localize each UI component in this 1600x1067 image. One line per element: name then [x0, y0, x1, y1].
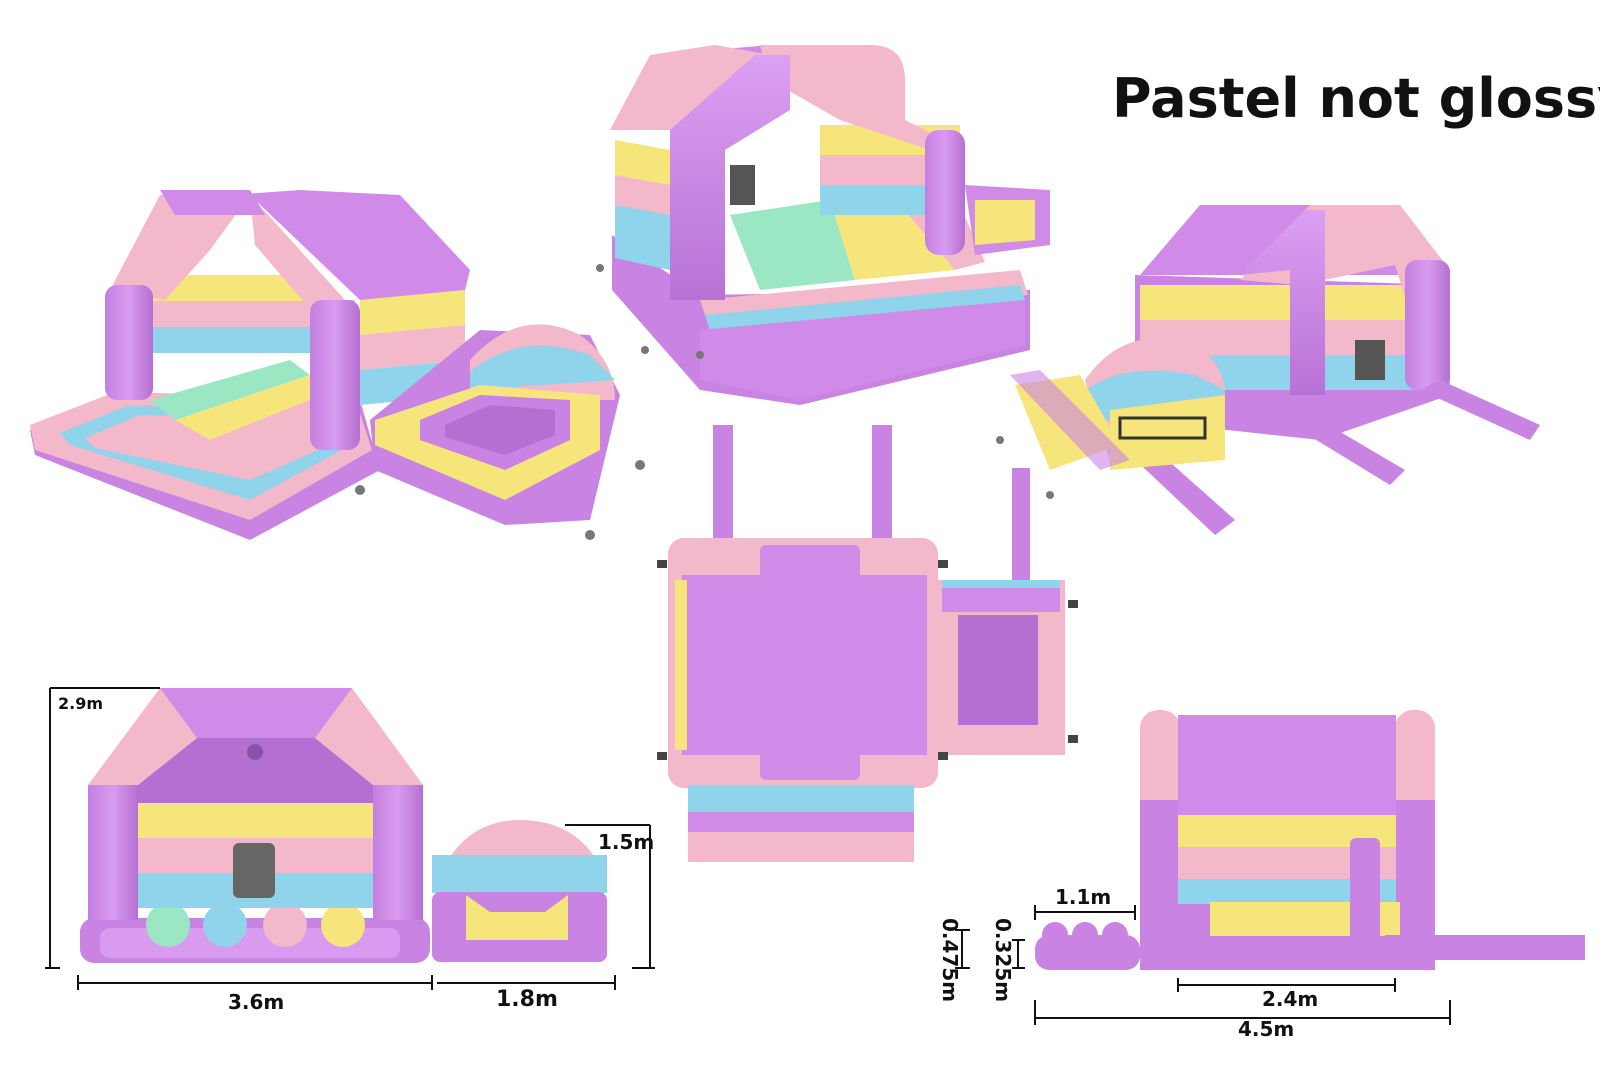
front-elevation-view — [45, 687, 655, 990]
perspective-left-view — [30, 190, 645, 540]
side-step-height-b-label: 0.325m — [991, 918, 1015, 1003]
side-total-length-label: 4.5m — [1238, 1017, 1295, 1041]
side-elevation-view — [955, 710, 1585, 1025]
front-main-width-label: 3.6m — [228, 990, 285, 1014]
side-step-height-a-label: 0.475m — [938, 918, 962, 1003]
front-side-width-label: 1.8m — [496, 987, 558, 1012]
side-inner-length-label: 2.4m — [1262, 987, 1319, 1011]
headline: Pastel not glossy — [1112, 67, 1600, 130]
perspective-rear-view — [996, 205, 1540, 535]
front-height-label: 2.9m — [58, 694, 104, 713]
perspective-front-view — [596, 45, 1050, 405]
top-view — [657, 425, 1078, 862]
side-step-length-label: 1.1m — [1055, 885, 1112, 909]
front-side-height-label: 1.5m — [598, 830, 655, 854]
